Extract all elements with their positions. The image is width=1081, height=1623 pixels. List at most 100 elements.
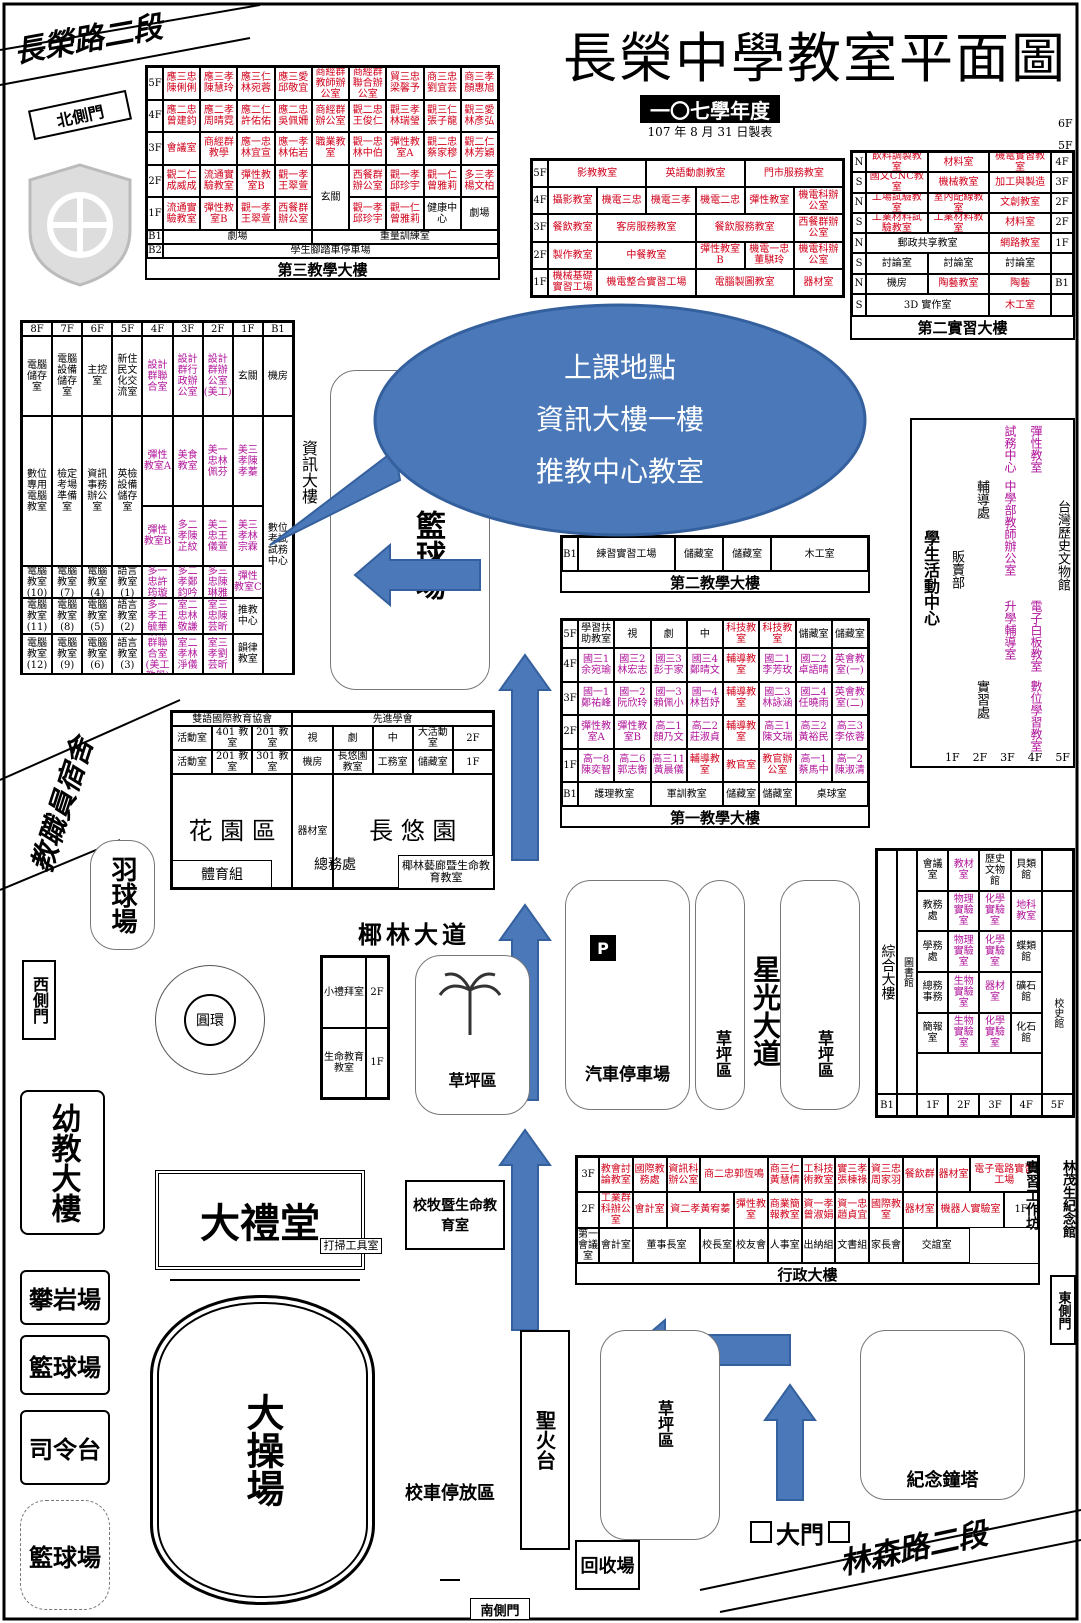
room: 儲藏室 xyxy=(674,537,723,571)
callout-line-3: 推教中心教室 xyxy=(535,455,704,488)
floor-label: 1F xyxy=(366,1027,388,1098)
room: 韻律教室 xyxy=(232,634,263,674)
floor-label: 7F xyxy=(52,322,83,336)
room: 國一1鄭祐峰 xyxy=(578,681,615,715)
student-center-label: 學生活動中心 xyxy=(921,530,940,626)
room: 國二1李芳玫 xyxy=(759,648,796,682)
lawn-area-3 xyxy=(780,880,860,1110)
room: 英會教室(二) xyxy=(831,681,868,715)
classroom: 流通實驗教室 xyxy=(200,164,238,198)
floor-label: 3F xyxy=(172,322,203,336)
room: 軍訓教室 xyxy=(650,782,723,806)
floor-label: 2F xyxy=(452,726,493,750)
room: 語言教室(3) xyxy=(112,634,143,674)
health-center: 健康中心 xyxy=(423,197,461,230)
floor-label: 1F xyxy=(562,748,578,782)
room: 電腦教室(5) xyxy=(82,598,113,634)
classroom: 商經群教師辦公室 xyxy=(311,67,350,100)
room: 3D 實作室 xyxy=(866,294,990,316)
s-label: S xyxy=(852,253,866,274)
room: 器材室 xyxy=(902,1192,937,1228)
floor-label: 5F xyxy=(1041,1094,1073,1116)
room: 語言教室(2) xyxy=(112,598,143,634)
first-building-caption: 第一教學大樓 xyxy=(562,806,868,827)
room: 彈性教室 xyxy=(744,187,794,215)
lawn-label-4: 草坪區 xyxy=(655,1400,674,1448)
room: 地科教室 xyxy=(1010,890,1042,932)
room xyxy=(1041,890,1073,932)
room: 郵政共享教室 xyxy=(866,233,990,254)
room: 國三3彭于家 xyxy=(650,648,687,682)
floor-label: 2F xyxy=(147,164,163,198)
room: 中學部教師辦公室 xyxy=(1003,480,1017,576)
lawn-label-3: 草坪區 xyxy=(815,1030,834,1078)
admin-building-caption: 行政大樓 xyxy=(577,1262,1038,1284)
lawn-label-1: 草坪區 xyxy=(448,1071,497,1090)
room: 長悠園教室 xyxy=(332,750,373,774)
floor-axis: 1F 2F 3F 4F 5F xyxy=(945,752,1070,764)
room: 販賣部 xyxy=(949,550,964,589)
room: 室二孝林淨儀 xyxy=(172,634,203,674)
classroom: 商三忠劉宜芸 xyxy=(423,67,461,100)
room: 活動室 xyxy=(172,726,213,750)
room: 國一3賴佩小 xyxy=(650,681,687,715)
classroom: 商經群教學 xyxy=(200,132,238,165)
room: 討論室 xyxy=(989,253,1051,274)
kindergarten-building: 幼教大樓 xyxy=(20,1090,105,1235)
room: 機電整合實習工場 xyxy=(597,268,696,296)
floor-label: 1F xyxy=(532,268,548,296)
third-building: 5F 應三忠陳俐俐 應三孝陳慧玲 應三仁林宛蓉 應三愛邱敬宜 商經群教師辦公室 … xyxy=(145,65,500,280)
room: 設計群行政辦公室 xyxy=(172,336,203,416)
room: 大活動室 xyxy=(412,726,453,750)
classroom: 彈性教室B xyxy=(200,197,238,230)
classroom: 商三孝顏惠旭 xyxy=(460,67,498,100)
room xyxy=(1041,850,1073,891)
room: 劇 xyxy=(332,726,373,750)
room: 學習扶助教室 xyxy=(578,620,615,648)
room: 輔導教室 xyxy=(723,648,760,682)
parking-sign-icon: P xyxy=(590,935,616,961)
room: 電腦儲存室 xyxy=(22,336,53,416)
classroom: 彈性教室A xyxy=(386,132,424,165)
floor-label: 5F xyxy=(1055,751,1070,764)
room: 物理實驗室 xyxy=(948,931,980,972)
room: 美三孝林宗霖 xyxy=(232,506,263,566)
room: 輔導教室 xyxy=(723,715,760,749)
room: 輔導處 xyxy=(974,480,989,519)
parking-lot xyxy=(565,880,690,1110)
school-emblem-icon xyxy=(28,163,132,287)
classroom: 應二孝周晴霓 xyxy=(200,99,238,133)
classroom: 商經群聯合辦公室 xyxy=(349,67,387,100)
room: 主控室 xyxy=(82,336,113,416)
room: 機電三孝 xyxy=(646,187,696,215)
room: 家長會 xyxy=(869,1227,903,1263)
room: 飲料調製教室 xyxy=(866,152,928,173)
gate-west: 西側門 xyxy=(22,960,56,1040)
room: 加工與製造 xyxy=(989,172,1051,193)
room: 國一4林哲妤 xyxy=(686,681,723,715)
room: 製作教室 xyxy=(548,241,598,269)
room: 電腦教室(12) xyxy=(22,634,53,674)
room: 影教教室 xyxy=(548,160,647,188)
floor-label: 2F xyxy=(1051,212,1073,234)
callout-text: 上課地點 資訊大樓一樓 推教中心教室 xyxy=(470,335,770,505)
entrance: 玄關 xyxy=(311,164,350,230)
room: 高二2莊淑貞 xyxy=(686,715,723,749)
classroom: 應二忠曾建鈞 xyxy=(163,99,201,133)
room: 資訊科辦公室 xyxy=(666,1157,701,1193)
room: 陶藝教室 xyxy=(927,273,990,294)
room: 董事長室 xyxy=(632,1227,701,1263)
room: 劇 xyxy=(650,620,687,648)
room: 美二忠王儀萱 xyxy=(202,506,233,566)
floor-label: B1 xyxy=(147,229,163,244)
room: 高三1陳文瑞 xyxy=(759,715,796,749)
floor-label: 2F xyxy=(577,1192,599,1228)
room: 201 教室 xyxy=(252,726,293,750)
room: 材料室 xyxy=(989,212,1051,234)
room: 中 xyxy=(686,620,723,648)
torch-stage: 聖火台 xyxy=(520,1330,570,1550)
clock-tower-area xyxy=(860,1330,1025,1500)
complex-label: 綜合大樓 xyxy=(877,850,897,1094)
room: 工場試驗教室 xyxy=(866,192,928,213)
